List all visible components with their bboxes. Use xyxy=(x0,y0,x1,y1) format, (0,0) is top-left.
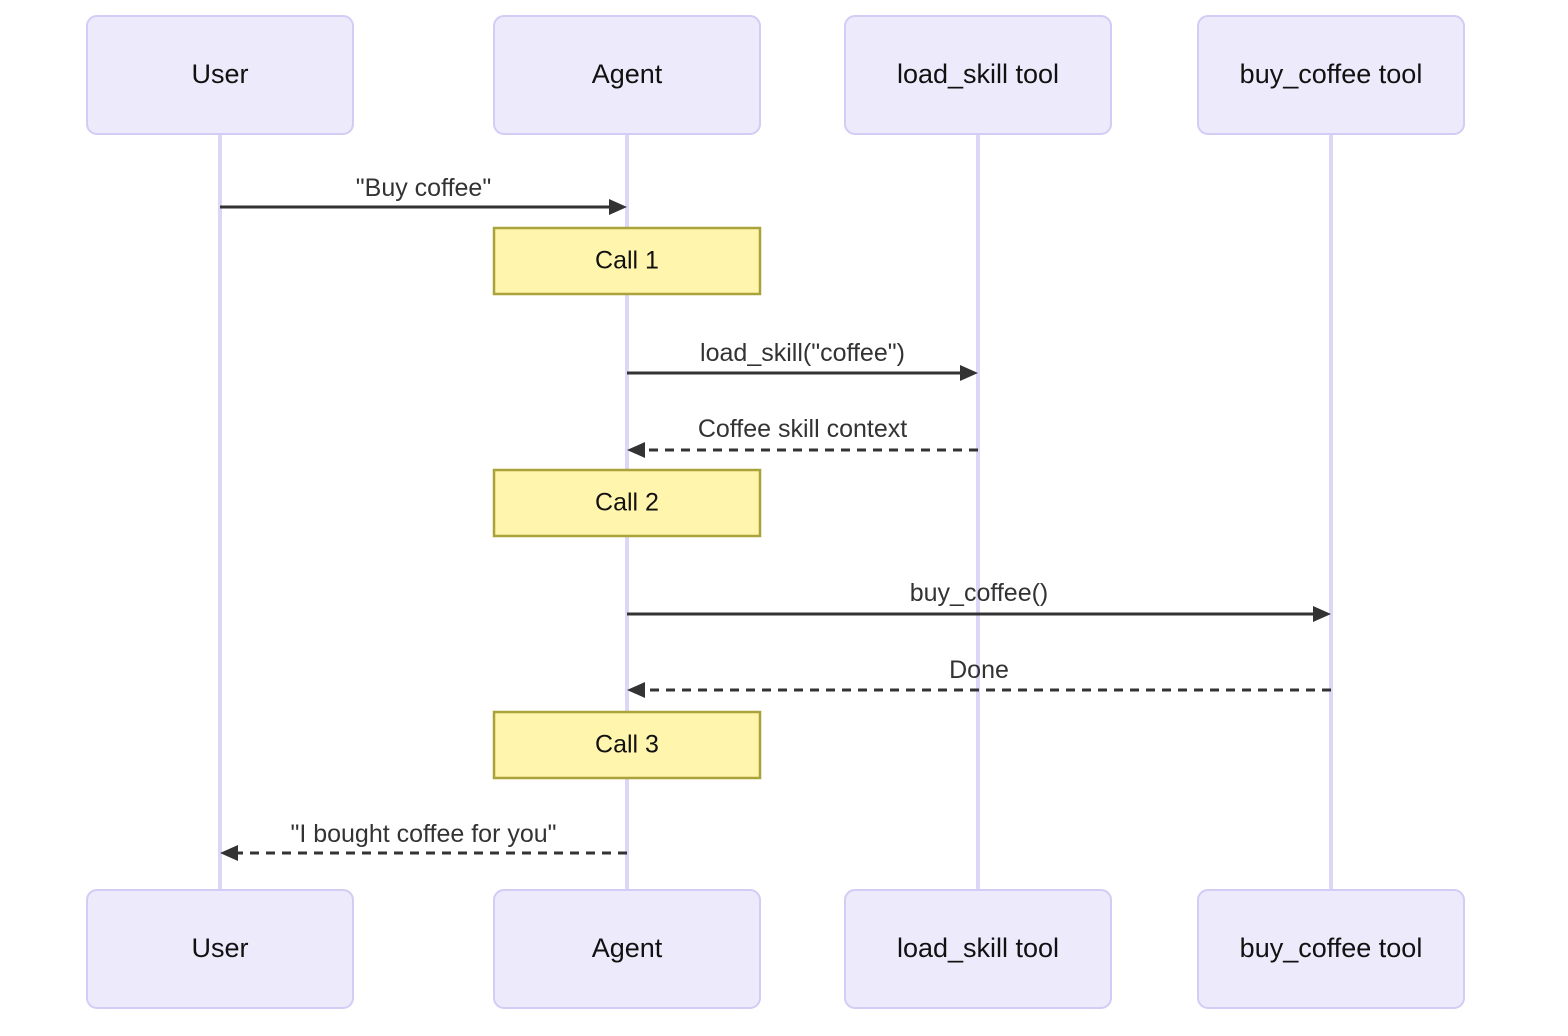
message-msg-buy-coffee-request: "Buy coffee" xyxy=(220,174,627,215)
participant-box-rect xyxy=(1197,889,1465,1009)
participant-label-agent: Agent xyxy=(592,59,663,89)
note-rect xyxy=(492,226,762,296)
participant-box-rect xyxy=(493,15,761,135)
participant-label-agent: Agent xyxy=(592,933,663,963)
message-msg-buy-coffee-call: buy_coffee() xyxy=(627,579,1331,622)
message-label-msg-buy-coffee-request: "Buy coffee" xyxy=(356,174,491,202)
lifelines-layer xyxy=(218,134,1333,890)
participant-box-rect xyxy=(86,15,354,135)
participant-label-user: User xyxy=(191,59,248,89)
participant-box-rect xyxy=(844,889,1112,1009)
participant-load_skill-top[interactable]: load_skill tool xyxy=(844,15,1112,135)
message-msg-final-reply: "I bought coffee for you" xyxy=(220,820,627,861)
message-label-msg-final-reply: "I bought coffee for you" xyxy=(290,820,556,848)
participant-agent-top[interactable]: Agent xyxy=(493,15,761,135)
message-arrowhead-icon xyxy=(609,199,627,215)
note-rect xyxy=(492,710,762,780)
message-label-msg-done: Done xyxy=(949,656,1009,684)
message-msg-coffee-skill-context: Coffee skill context xyxy=(627,415,978,458)
participant-user-bottom[interactable]: User xyxy=(86,889,354,1009)
participant-user-top[interactable]: User xyxy=(86,15,354,135)
message-arrowhead-icon xyxy=(627,442,645,458)
notes-layer: Call 1 Call 2 Call 3 xyxy=(492,226,762,780)
participant-box-rect xyxy=(844,15,1112,135)
participant-buy_coffee-top[interactable]: buy_coffee tool xyxy=(1197,15,1465,135)
message-arrowhead-icon xyxy=(220,845,238,861)
message-label-msg-buy-coffee-call: buy_coffee() xyxy=(910,579,1049,607)
message-msg-load-skill-call: load_skill("coffee") xyxy=(627,339,978,381)
participant-box-rect xyxy=(86,889,354,1009)
participant-buy_coffee-bottom[interactable]: buy_coffee tool xyxy=(1197,889,1465,1009)
messages-layer: "Buy coffee" load_skill("coffee") Coffee s… xyxy=(220,174,1331,861)
message-arrowhead-icon xyxy=(627,682,645,698)
participant-agent-bottom[interactable]: Agent xyxy=(493,889,761,1009)
note-note-call-2[interactable]: Call 2 xyxy=(492,468,762,538)
participant-label-load_skill: load_skill tool xyxy=(897,933,1059,963)
participant-label-buy_coffee: buy_coffee tool xyxy=(1240,59,1423,89)
message-label-msg-load-skill-call: load_skill("coffee") xyxy=(700,339,905,367)
message-arrowhead-icon xyxy=(960,365,978,381)
participant-box-rect xyxy=(493,889,761,1009)
note-label: Call 3 xyxy=(595,731,659,759)
participant-load_skill-bottom[interactable]: load_skill tool xyxy=(844,889,1112,1009)
participant-box-rect xyxy=(1197,15,1465,135)
note-note-call-3[interactable]: Call 3 xyxy=(492,710,762,780)
note-note-call-1[interactable]: Call 1 xyxy=(492,226,762,296)
message-msg-done: Done xyxy=(627,656,1331,698)
note-label: Call 2 xyxy=(595,489,659,517)
message-arrowhead-icon xyxy=(1313,606,1331,622)
message-label-msg-coffee-skill-context: Coffee skill context xyxy=(698,415,907,443)
participant-label-buy_coffee: buy_coffee tool xyxy=(1240,933,1423,963)
note-label: Call 1 xyxy=(595,247,659,275)
participant-label-load_skill: load_skill tool xyxy=(897,59,1059,89)
participant-label-user: User xyxy=(191,933,248,963)
note-rect xyxy=(492,468,762,538)
